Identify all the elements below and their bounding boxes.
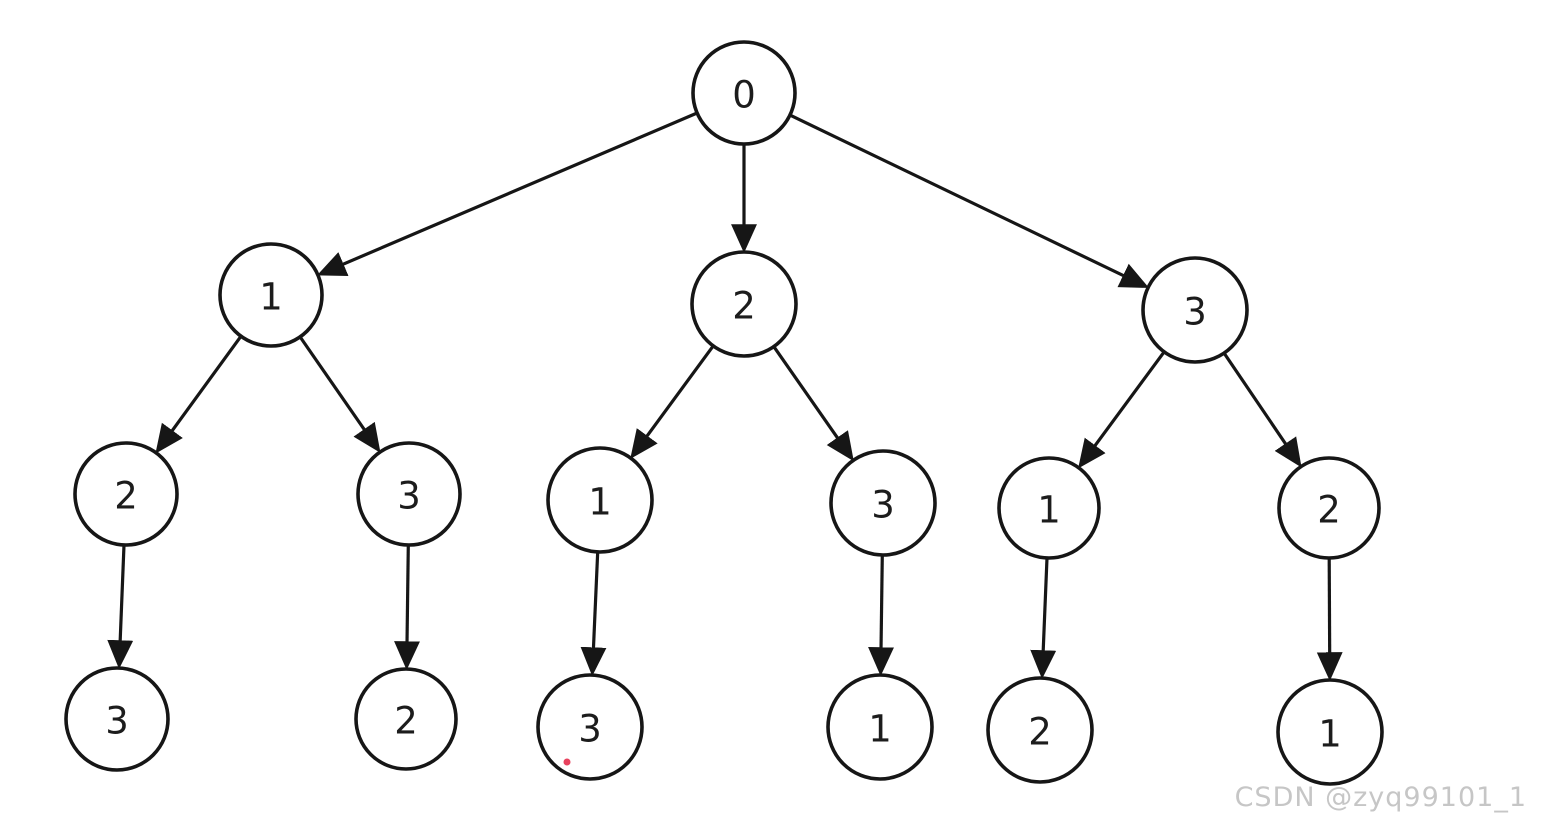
- tree-edges-layer: [107, 111, 1343, 682]
- node-circle-n13: [356, 441, 462, 547]
- tree-edge-root-n3: [789, 113, 1150, 288]
- tree-node-root: 0: [691, 40, 797, 146]
- tree-edge-n13-n132: [394, 544, 420, 671]
- node-label-n321: 1: [1318, 713, 1342, 756]
- node-label-n2: 2: [732, 285, 756, 328]
- annotation-layer: [563, 758, 571, 766]
- tree-node-n3: 3: [1141, 256, 1249, 364]
- node-label-n21: 1: [588, 481, 612, 524]
- tree-edge-n23-n231: [868, 554, 894, 677]
- node-label-n31: 1: [1037, 489, 1061, 532]
- tree-node-n13: 3: [356, 441, 462, 547]
- node-circle-n213: [536, 673, 644, 781]
- tree-edge-n32-n321: [1316, 557, 1343, 682]
- node-circle-n312: [986, 676, 1094, 784]
- tree-node-n2: 2: [690, 250, 798, 358]
- tree-edge-n12-n123: [107, 544, 134, 670]
- tree-edge-n1-n13: [298, 335, 381, 453]
- tree-node-n321: 1: [1276, 678, 1384, 786]
- node-label-n123: 3: [105, 700, 129, 743]
- node-label-n231: 1: [868, 708, 892, 751]
- node-circle-n3: [1141, 256, 1249, 364]
- node-circle-n321: [1276, 678, 1384, 786]
- tree-node-n123: 3: [64, 666, 170, 772]
- tree-edge-n2-n23: [772, 345, 854, 462]
- tree-node-n31: 1: [997, 456, 1101, 560]
- node-circle-n132: [354, 667, 458, 771]
- node-circle-n31: [997, 456, 1101, 560]
- node-label-n312: 2: [1028, 711, 1052, 754]
- node-label-n213: 3: [578, 708, 602, 751]
- tree-edge-n31-n312: [1030, 557, 1057, 680]
- tree-edge-n2-n21: [630, 344, 715, 459]
- csdn-watermark: CSDN @zyq99101_1: [1234, 782, 1527, 813]
- tree-edge-root-n1: [316, 111, 698, 276]
- node-label-root: 0: [732, 74, 756, 117]
- node-circle-n1: [218, 242, 324, 348]
- node-label-n1: 1: [259, 276, 283, 319]
- node-label-n3: 3: [1183, 291, 1207, 334]
- red-dot-annotation: [563, 758, 571, 766]
- node-label-n32: 2: [1317, 489, 1341, 532]
- tree-edge-n21-n213: [580, 551, 607, 677]
- node-circle-root: [691, 40, 797, 146]
- tree-edge-n3-n31: [1078, 350, 1166, 469]
- node-label-n13: 3: [397, 475, 421, 518]
- node-circle-n21: [546, 446, 654, 554]
- node-circle-n123: [64, 666, 170, 772]
- node-circle-n32: [1277, 456, 1381, 560]
- tree-edge-n1-n12: [155, 335, 243, 454]
- tree-node-n32: 2: [1277, 456, 1381, 560]
- node-label-n23: 3: [871, 484, 895, 527]
- node-circle-n12: [73, 441, 179, 547]
- tree-node-n12: 2: [73, 441, 179, 547]
- tree-node-n213: 3: [536, 673, 644, 781]
- tree-node-n21: 1: [546, 446, 654, 554]
- tree-node-n132: 2: [354, 667, 458, 771]
- node-circle-n2: [690, 250, 798, 358]
- node-circle-n23: [829, 449, 937, 557]
- node-label-n12: 2: [114, 475, 138, 518]
- tree-node-n231: 1: [826, 673, 934, 781]
- tree-edge-n3-n32: [1222, 352, 1302, 468]
- tree-node-n23: 3: [829, 449, 937, 557]
- tree-nodes-layer: 0 1 2 3 2 3 1 3 1 2 3 2 3 1 2 1: [64, 40, 1384, 786]
- node-label-n132: 2: [394, 700, 418, 743]
- tree-node-n1: 1: [218, 242, 324, 348]
- node-circle-n231: [826, 673, 934, 781]
- tree-node-n312: 2: [986, 676, 1094, 784]
